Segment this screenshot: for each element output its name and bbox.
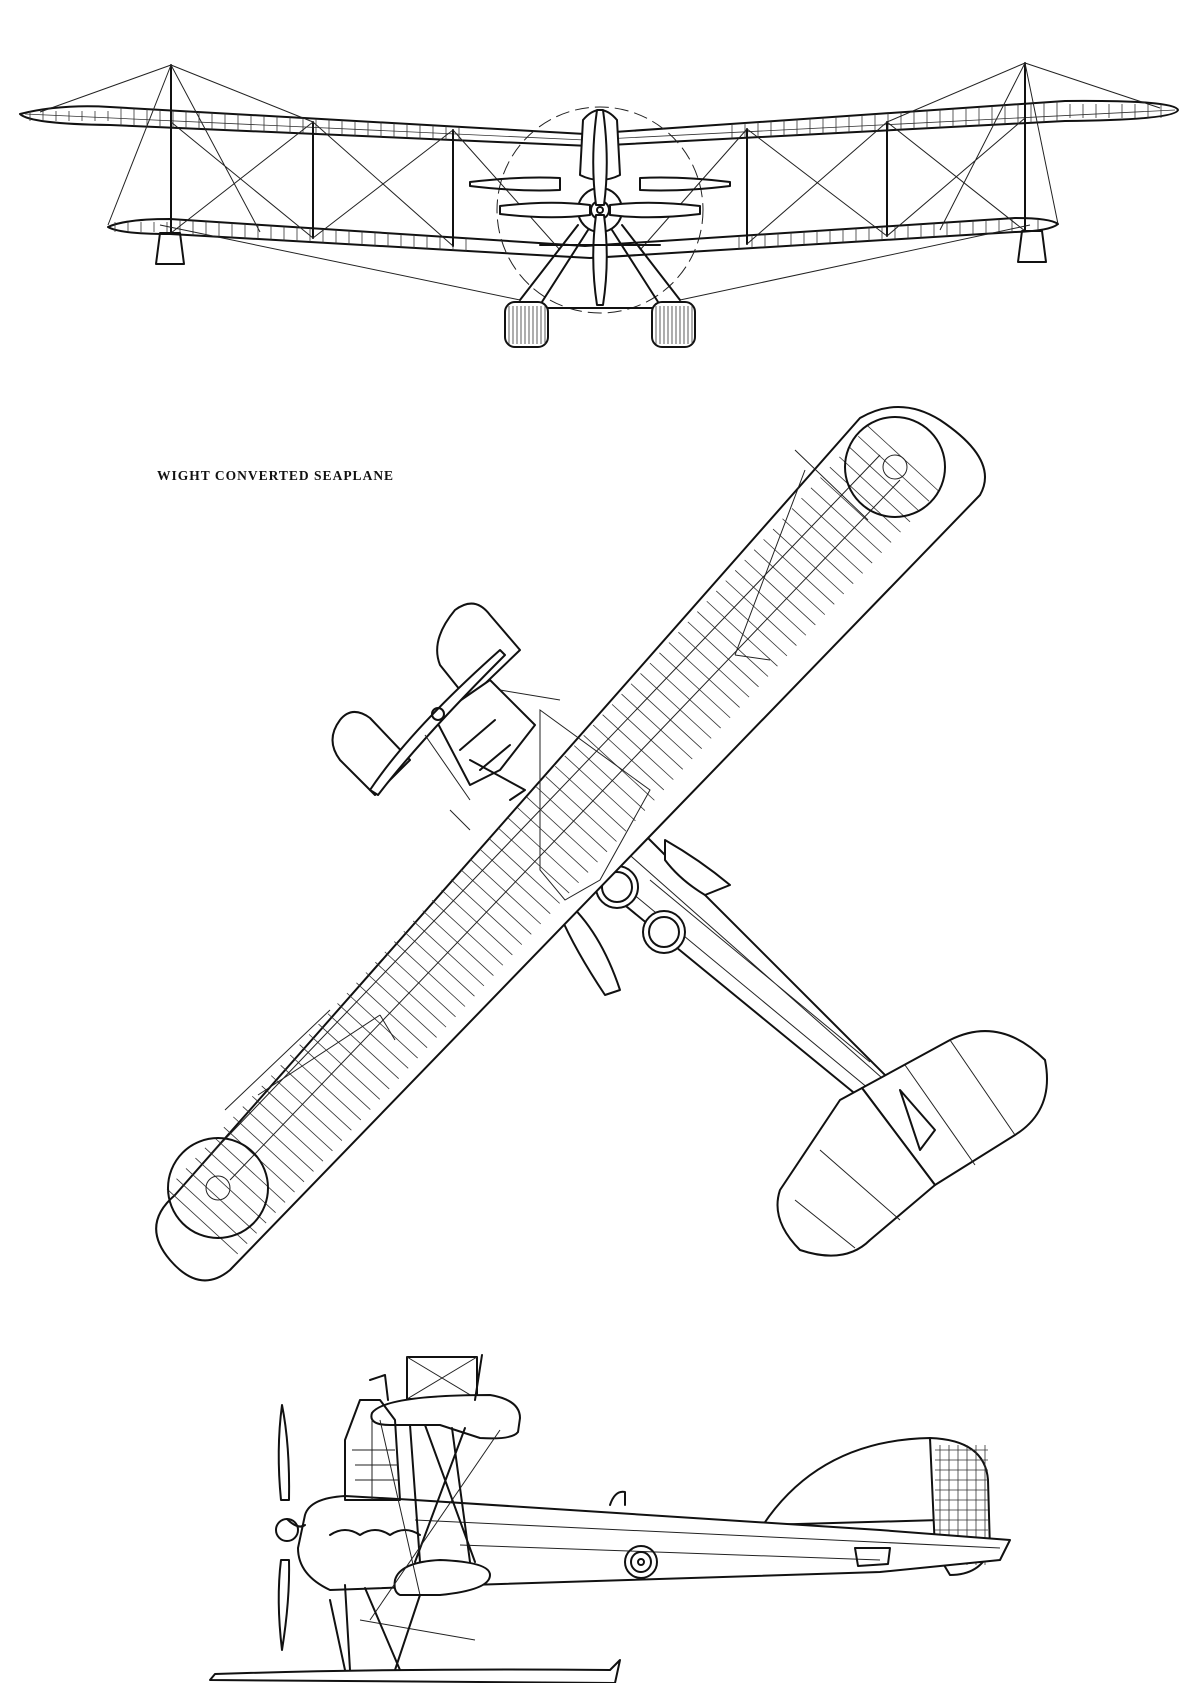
front-float-struts	[519, 224, 681, 306]
side-main-float	[209, 1659, 621, 1683]
side-view	[209, 1354, 1011, 1683]
front-propeller-blades	[499, 109, 701, 306]
side-interplane-struts	[359, 1419, 501, 1641]
front-wingtip-floats	[155, 230, 1047, 265]
drawing-title: WIGHT CONVERTED SEAPLANE	[157, 468, 395, 483]
plan-engine	[369, 649, 561, 831]
front-tailplane	[469, 176, 561, 192]
side-upper-wing	[370, 1356, 521, 1440]
front-main-floats	[504, 301, 696, 348]
front-struts	[170, 62, 1026, 247]
side-engine	[344, 1354, 483, 1501]
side-propeller	[275, 1404, 306, 1651]
plan-view	[155, 406, 1048, 1282]
side-float-struts	[329, 1584, 421, 1671]
plan-tailplane	[776, 1030, 1048, 1257]
plan-main-wing	[155, 406, 986, 1282]
front-lower-wing	[107, 217, 1059, 259]
front-view	[19, 62, 1179, 348]
plan-wingtip-floats	[167, 416, 946, 1239]
front-propeller-disc	[496, 106, 704, 314]
side-lower-wing	[393, 1559, 491, 1596]
